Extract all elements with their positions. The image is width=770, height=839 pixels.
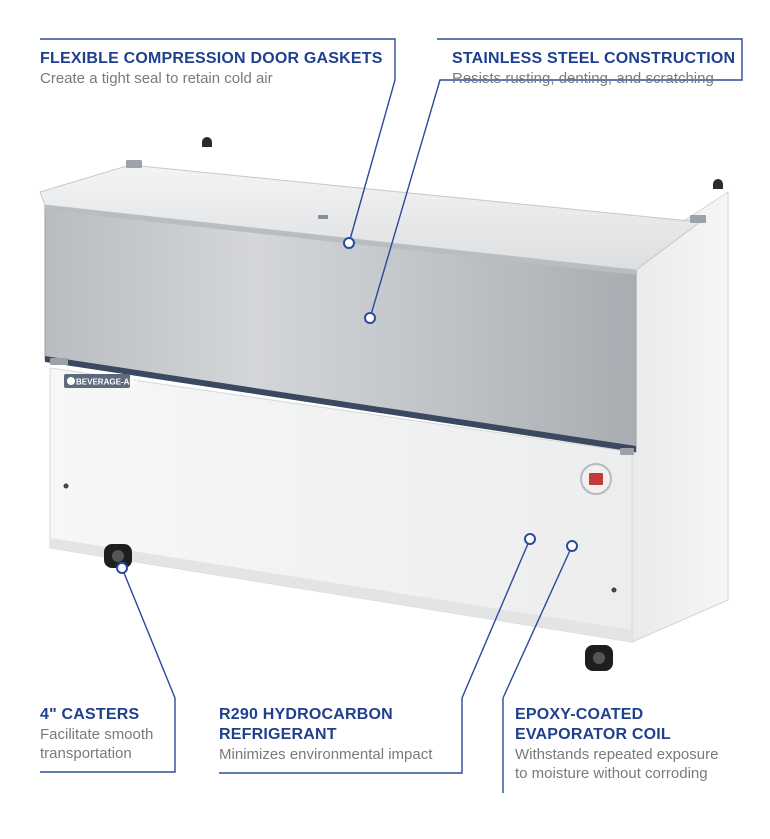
callout-title: 4" CASTERS [40, 706, 140, 723]
callout-title-line-1: R290 HYDROCARBON [219, 706, 393, 723]
callout-casters: 4" CASTERS Facilitate smooth transportat… [40, 705, 153, 763]
callout-title: STAINLESS STEEL CONSTRUCTION [452, 50, 736, 67]
lid-knob-icon [202, 137, 723, 189]
lock-icon [318, 215, 328, 219]
callout-description-line-1: Withstands repeated exposure [515, 746, 719, 763]
callout-description-line-2: to moisture without corroding [515, 765, 708, 782]
callout-description-line-1: Facilitate smooth [40, 726, 154, 743]
screw-icon [63, 483, 617, 593]
callout-stainless-steel: STAINLESS STEEL CONSTRUCTION Resists rus… [452, 49, 735, 88]
cooler-lid [39, 164, 702, 275]
brand-badge: BEVERAGE-AIR [64, 374, 138, 388]
callout-description: Create a tight seal to retain cold air [40, 70, 273, 87]
callout-description: Minimizes environmental impact [219, 746, 433, 763]
callout-title-line-2: REFRIGERANT [219, 726, 337, 743]
callout-dot [116, 237, 578, 574]
callout-refrigerant: R290 HYDROCARBON REFRIGERANT Minimizes e… [219, 705, 432, 764]
cooler-front-cabinet [49, 367, 633, 643]
callout-evaporator-coil: EPOXY-COATED EVAPORATOR COIL Withstands … [515, 705, 718, 783]
hinge-icon [50, 160, 706, 455]
brand-badge-text: BEVERAGE-AIR [76, 378, 138, 387]
thermometer-icon [580, 463, 612, 495]
callout-title-line-2: EVAPORATOR COIL [515, 726, 671, 743]
door-gasket [45, 356, 636, 452]
stainless-door [44, 204, 637, 453]
caster-icon [104, 544, 132, 568]
callout-title-line-1: EPOXY-COATED [515, 706, 644, 723]
callout-gaskets: FLEXIBLE COMPRESSION DOOR GASKETS Create… [40, 49, 383, 88]
callout-description-line-2: transportation [40, 745, 132, 762]
callout-leaders [40, 38, 743, 793]
caster-icon [585, 645, 613, 671]
callout-title: FLEXIBLE COMPRESSION DOOR GASKETS [40, 50, 383, 67]
callout-description: Resists rusting, denting, and scratching [452, 70, 714, 87]
